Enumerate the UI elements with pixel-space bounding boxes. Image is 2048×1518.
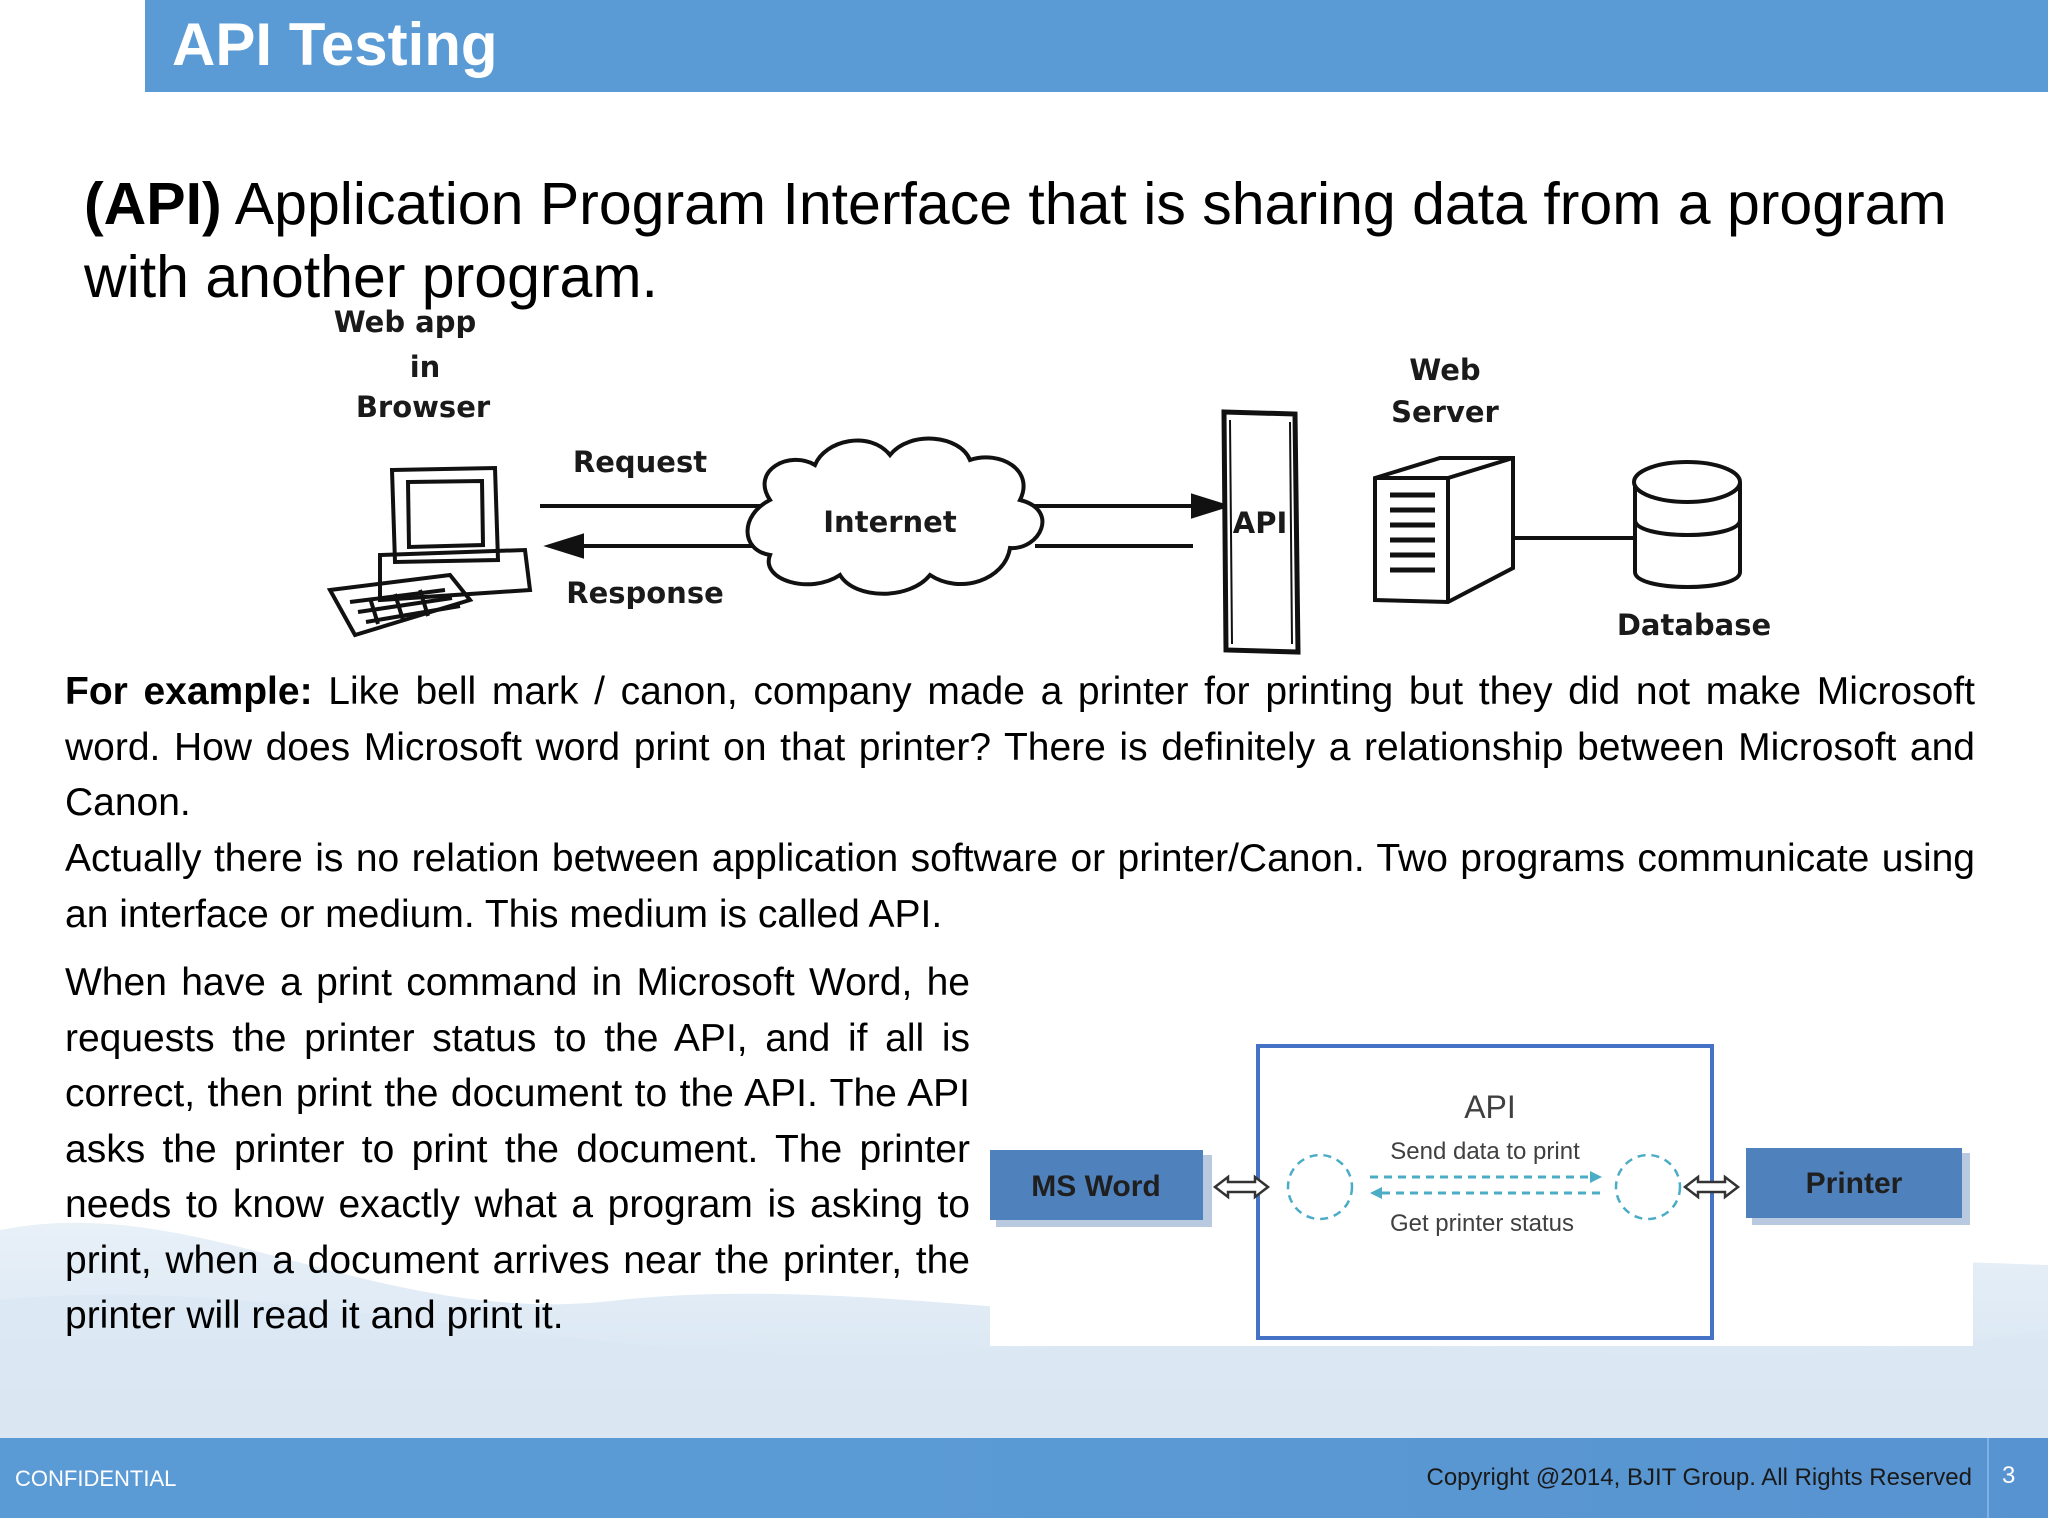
right-double-arrow xyxy=(1682,1174,1741,1200)
server-icon xyxy=(1373,456,1515,605)
browser-label-line-1: Web app xyxy=(334,305,477,339)
header-bar: API Testing xyxy=(145,0,2048,92)
page-title: API Testing xyxy=(172,11,498,78)
example-text: Like bell mark / canon, company made a p… xyxy=(65,670,1975,824)
ms-word-box xyxy=(990,1150,1203,1220)
send-data-label: Send data to print xyxy=(1390,1138,1580,1165)
api-box-title: API xyxy=(1464,1089,1516,1125)
api-column-icon xyxy=(1221,409,1301,655)
ms-word-label: MS Word xyxy=(1031,1170,1160,1203)
internet-cloud-icon xyxy=(745,436,1045,596)
footer-bar: CONFIDENTIAL Copyright @2014, BJIT Group… xyxy=(0,1438,2048,1518)
left-double-arrow xyxy=(1212,1174,1271,1200)
example-bold: For example: xyxy=(65,670,313,713)
api-flow-diagram: API MS Word Printer Send data to print G… xyxy=(990,1030,1973,1346)
intro-definition: (API) Application Program Interface that… xyxy=(84,168,1984,314)
intro-text: Application Program Interface that is sh… xyxy=(84,171,1947,310)
print-process-paragraph: When have a print command in Microsoft W… xyxy=(65,961,970,1337)
footer-divider xyxy=(1987,1438,1989,1518)
relation-paragraph: Actually there is no relation between ap… xyxy=(65,837,1975,936)
printer-label: Printer xyxy=(1806,1167,1903,1200)
response-label: Response xyxy=(566,576,724,610)
server-label-line-1: Web xyxy=(1409,353,1480,387)
server-label-line-2: Server xyxy=(1391,395,1499,429)
database-icon xyxy=(1632,460,1742,589)
request-label: Request xyxy=(573,445,707,479)
browser-label-line-2: in xyxy=(410,350,441,384)
database-label: Database xyxy=(1617,608,1771,642)
page-number: 3 xyxy=(2002,1462,2016,1489)
left-connector-circle xyxy=(1286,1153,1354,1221)
api-architecture-sketch: Web app in Browser Request Response Inte… xyxy=(326,305,1771,655)
api-label: API xyxy=(1233,506,1288,540)
response-arrow xyxy=(543,533,1193,559)
copyright-text: Copyright @2014, BJIT Group. All Rights … xyxy=(1426,1464,1972,1491)
example-paragraph: For example: Like bell mark / canon, com… xyxy=(65,664,1975,831)
printer-box xyxy=(1746,1148,1962,1218)
intro-bold: (API) xyxy=(84,171,222,237)
internet-label: Internet xyxy=(823,505,957,539)
get-status-label: Get printer status xyxy=(1390,1210,1574,1237)
request-arrow xyxy=(540,493,1232,519)
logo-area xyxy=(0,0,145,92)
computer-icon xyxy=(326,465,533,638)
right-connector-circle xyxy=(1614,1153,1682,1221)
browser-label-line-3: Browser xyxy=(356,390,491,424)
confidential-label: CONFIDENTIAL xyxy=(15,1466,177,1491)
